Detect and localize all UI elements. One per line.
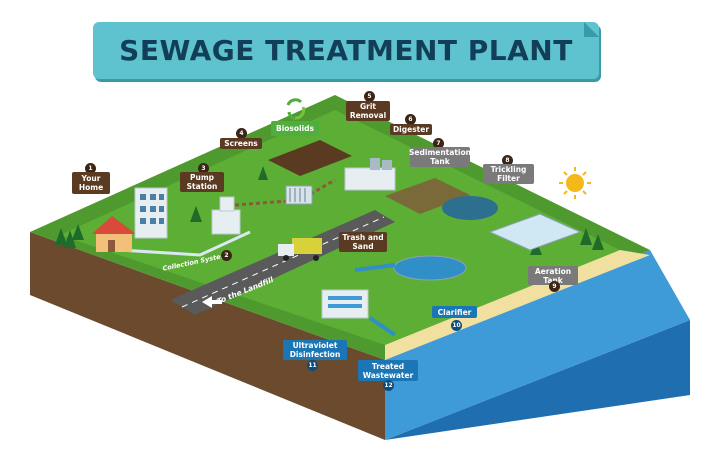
step-number-6: 6 (405, 114, 416, 125)
trickling-filter-dome (442, 196, 498, 220)
beach (385, 250, 650, 360)
step-number-1: 1 (85, 163, 96, 174)
label-aeration-tank: Aeration Tank (528, 266, 578, 285)
building-illustration (134, 187, 168, 239)
page-title: SEWAGE TREATMENT PLANT (119, 34, 573, 67)
arrow-left-icon (202, 296, 222, 308)
label-sedimentation-tank: Sedimentation Tank (409, 147, 471, 167)
soil-face (30, 232, 385, 440)
step-number-3: 3 (198, 163, 209, 174)
outflow-pipe (368, 316, 397, 337)
label-ultraviolet-disinfection: Ultraviolet Disinfection (283, 340, 347, 360)
step-number-8: 8 (502, 155, 513, 166)
screens-illustration (285, 185, 313, 205)
title-banner: SEWAGE TREATMENT PLANT (93, 22, 599, 79)
label-your-home: Your Home (72, 172, 110, 194)
clarifier-pipe (354, 263, 396, 272)
road (170, 210, 395, 315)
collection-pipe (119, 230, 251, 257)
label-pump-station: Pump Station (180, 172, 224, 192)
label-biosolids: Biosolids (271, 121, 319, 136)
grit-digester-illustration (344, 158, 396, 191)
road-line (181, 216, 385, 308)
biosolids-bed (268, 140, 352, 176)
clarifier-tank (393, 255, 467, 281)
house-illustration (92, 216, 136, 252)
uv-building-illustration (321, 289, 369, 319)
step-number-7: 7 (433, 138, 444, 149)
label-clarifier: Clarifier (432, 306, 477, 318)
sedimentation-tank (385, 178, 470, 214)
label-trickling-filter: Trickling Filter (483, 164, 534, 184)
step-number-2: 2 (221, 250, 232, 261)
step-number-9: 9 (549, 281, 560, 292)
recycle-icon (286, 98, 306, 121)
step-number-11: 11 (307, 360, 318, 371)
step-number-12: 12 (383, 380, 394, 391)
label-treated-wastewater: Treated Wastewater (358, 360, 418, 381)
aeration-tank (488, 213, 582, 251)
truck-illustration (278, 238, 322, 261)
sun-icon (559, 167, 591, 199)
water-top (385, 250, 690, 440)
label-digester: Digester (390, 124, 432, 135)
trees (55, 166, 604, 255)
step-number-4: 4 (236, 128, 247, 139)
step-number-10: 10 (451, 320, 462, 331)
label-screens: Screens (220, 138, 262, 149)
label-trash-and-sand: Trash and Sand (339, 232, 387, 252)
pump-station-illustration (211, 196, 241, 235)
label-grit-removal: Grit Removal (346, 101, 390, 121)
step-number-5: 5 (364, 91, 375, 102)
